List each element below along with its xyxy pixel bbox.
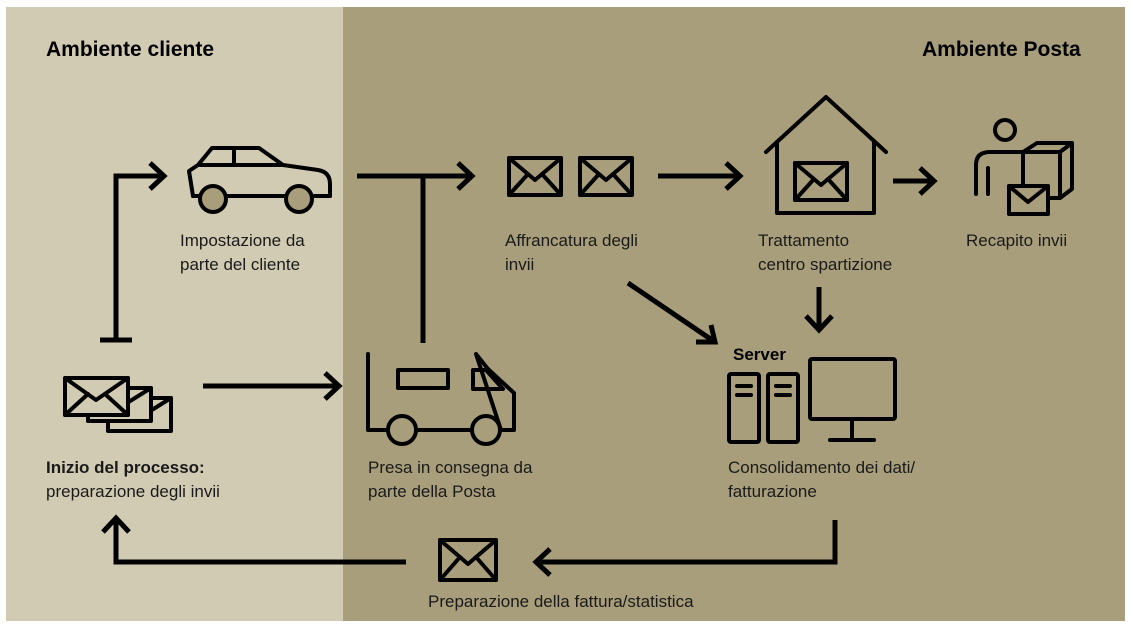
post-zone-background — [343, 7, 1125, 621]
envelope-icon — [438, 538, 498, 582]
arrow-start-to-car — [100, 161, 168, 343]
courier-parcel-icon — [974, 118, 1074, 216]
consolidation-label: Consolidamento dei dati/ fatturazione — [728, 458, 916, 501]
post-zone-title: Ambiente Posta — [922, 38, 1081, 61]
envelope-pair-icon — [507, 156, 634, 197]
arrow-invoice-to-start — [101, 514, 406, 565]
server-label: Server — [733, 345, 786, 364]
pickup-label: Presa in consegna da parte della Posta — [368, 458, 533, 501]
client-setup-label: Impostazione da parte del cliente — [180, 231, 305, 274]
start-title: Inizio del processo: — [46, 458, 205, 477]
delivery-van-icon — [366, 352, 516, 446]
arrow-sorting-to-delivery — [893, 166, 938, 196]
arrow-start-to-van — [203, 371, 343, 401]
client-zone-background — [6, 7, 343, 621]
sorting-label: Trattamento centro spartizione — [758, 231, 893, 274]
client-zone-title: Ambiente cliente — [46, 38, 215, 61]
arrow-car-to-franking — [357, 161, 476, 343]
franking-label: Affrancatura degli invii — [505, 231, 638, 274]
arrow-sorting-to-server — [804, 287, 834, 334]
stacked-envelopes-icon — [63, 376, 173, 433]
delivery-label: Recapito invii — [966, 231, 1068, 250]
arrow-server-to-invoice — [532, 520, 838, 577]
server-monitor-icon — [727, 357, 897, 444]
sorting-center-house-icon — [764, 95, 888, 215]
invoice-label: Preparazione della fattura/statistica — [428, 592, 694, 611]
arrow-franking-to-sorting — [658, 161, 744, 191]
arrow-franking-to-server — [626, 280, 719, 345]
car-icon — [187, 146, 332, 214]
start-label: Inizio del processo: preparazione degli … — [46, 458, 220, 501]
